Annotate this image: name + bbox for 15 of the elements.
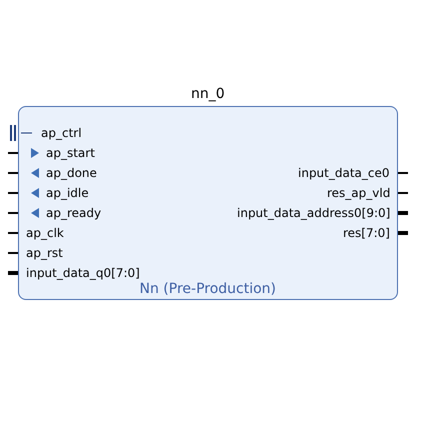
- pin-name: ap_clk: [26, 226, 64, 240]
- pin-name: ap_ctrl: [41, 126, 82, 140]
- pin-name: input_data_ce0: [298, 166, 390, 180]
- pin-name: input_data_q0[7:0]: [26, 266, 140, 280]
- pin-name: ap_start: [46, 146, 95, 160]
- pin-name: ap_done: [46, 166, 97, 180]
- pin-name: input_data_address0[9:0]: [237, 206, 390, 220]
- ip-block: [18, 106, 398, 300]
- pin-name: res_ap_vld: [327, 186, 390, 200]
- block-title: nn_0: [191, 87, 225, 101]
- pin-name: ap_idle: [46, 186, 89, 200]
- pin-name: ap_rst: [26, 246, 63, 260]
- block-caption: Nn (Pre-Production): [140, 282, 276, 296]
- pin-name: res[7:0]: [343, 226, 390, 240]
- pin-name: ap_ready: [46, 206, 102, 220]
